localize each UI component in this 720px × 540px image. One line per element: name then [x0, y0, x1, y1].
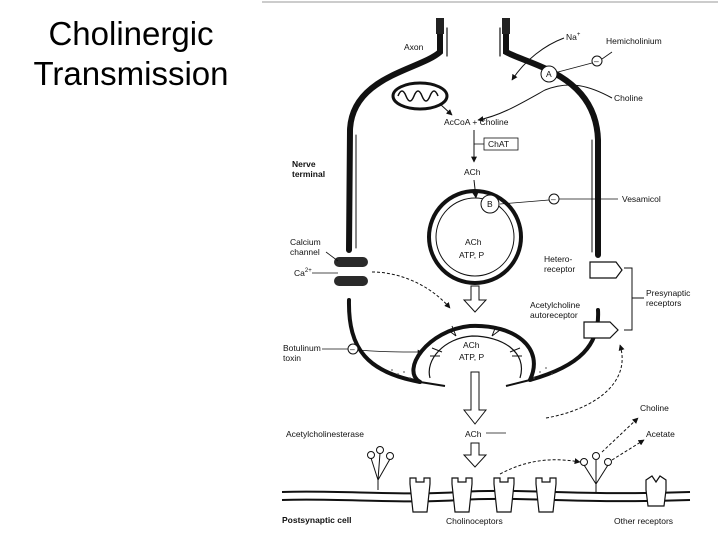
botulinum-label-1: Botulinum	[283, 343, 321, 353]
heteroreceptor-label-2: receptor	[544, 264, 575, 274]
nerve-terminal-label-2: terminal	[292, 169, 325, 179]
choline-bottom-label: Choline	[640, 403, 669, 413]
nerve-terminal-label-1: Nerve	[292, 159, 316, 169]
title-line-1: Cholinergic	[48, 15, 214, 52]
heteroreceptor-label-1: Hetero-	[544, 254, 573, 264]
vesicle-to-release-arrow	[462, 285, 488, 313]
botulinum-to-release	[357, 349, 423, 355]
ach-feedback-arrow	[545, 344, 625, 419]
heteroreceptor-shape	[589, 261, 623, 279]
release-atp-label: ATP, P	[459, 352, 485, 362]
nerve-terminal-membrane	[346, 19, 601, 384]
transporter-b	[480, 194, 500, 214]
acetyl-coa-choline-label: AcCoA + Choline	[444, 117, 509, 127]
presynaptic-bracket	[624, 267, 633, 331]
postsynaptic-membrane	[281, 489, 691, 503]
botulinum-minus: –	[350, 344, 355, 354]
calcium-channel-upper	[334, 257, 368, 267]
other-receptors-label: Other receptors	[614, 516, 673, 526]
ache-enzyme-right	[580, 452, 612, 492]
autoreceptor-label-2: autoreceptor	[530, 310, 578, 320]
vesamicol-label: Vesamicol	[622, 194, 661, 204]
title-line-2: Transmission	[33, 55, 229, 92]
storage-vesicle	[427, 189, 523, 285]
ach-to-receptors-arrow	[462, 442, 488, 468]
na-label: Na+	[566, 32, 581, 42]
hemicholinium-to-a	[557, 62, 593, 73]
axon-left-top	[436, 18, 444, 34]
hemicholinium-minus: –	[594, 56, 599, 66]
chat-label: ChAT	[488, 139, 509, 149]
other-receptor-shape	[645, 475, 667, 507]
mitochondrion	[391, 81, 449, 111]
ache-to-acetate-arrow	[611, 439, 645, 461]
ache-enzyme-left	[367, 446, 394, 490]
acetate-label: Acetate	[646, 429, 675, 439]
na-arrow	[511, 37, 565, 81]
transporter-b-label: B	[487, 199, 493, 209]
autoreceptor-shape	[583, 321, 619, 339]
hemicholinium-inhibit-circle	[591, 55, 603, 67]
botulinum-label-2: toxin	[283, 353, 301, 363]
vesicle-atp-label: ATP, P	[459, 250, 485, 260]
hemicholinium-label: Hemicholinium	[606, 36, 662, 46]
choline-top-label: Choline	[614, 93, 643, 103]
hemicholinium-line	[601, 51, 613, 60]
calcium-influx-arrow	[371, 271, 451, 309]
vesamicol-to-b	[499, 199, 550, 205]
botulinum-inhibit-circle	[347, 343, 359, 355]
fusing-vesicle	[411, 323, 536, 387]
cholinoceptors-label: Cholinoceptors	[446, 516, 503, 526]
calcium-channel-label-2: channel	[290, 247, 320, 257]
vesicle-ach-label: ACh	[465, 237, 482, 247]
axon-label: Axon	[404, 42, 424, 52]
transporter-a	[540, 65, 558, 83]
release-to-cleft-arrow	[462, 371, 488, 425]
calcium-channel-label-1: Calcium	[290, 237, 321, 247]
presynaptic-receptors-label-2: receptors	[646, 298, 681, 308]
ach-to-ache-arrow	[499, 458, 581, 475]
acetylcholinesterase-label: Acetylcholinesterase	[286, 429, 364, 439]
calcium-label-line	[325, 251, 339, 262]
presynaptic-receptors-label-1: Presynaptic	[646, 288, 691, 298]
axon-right-top	[502, 18, 510, 34]
autoreceptor-label-1: Acetylcholine	[530, 300, 580, 310]
calcium-channel-lower	[334, 276, 368, 286]
mito-to-accoa-arrow	[439, 103, 453, 116]
ach-top-label: ACh	[464, 167, 481, 177]
vesamicol-minus: –	[551, 194, 556, 204]
slide-title: Cholinergic Transmission	[0, 14, 262, 94]
ca-ion-label: Ca2+	[294, 268, 312, 278]
ache-to-choline-arrow	[601, 417, 639, 453]
postsynaptic-cell-label: Postsynaptic cell	[282, 515, 351, 525]
choline-uptake-arrow	[477, 84, 613, 122]
release-ach-label: ACh	[463, 340, 480, 350]
transporter-a-label: A	[546, 69, 552, 79]
snare-proteins	[430, 325, 522, 357]
membrane-stipple	[391, 367, 553, 379]
cholinoceptors	[409, 477, 557, 513]
ach-cleft-label: ACh	[465, 429, 482, 439]
